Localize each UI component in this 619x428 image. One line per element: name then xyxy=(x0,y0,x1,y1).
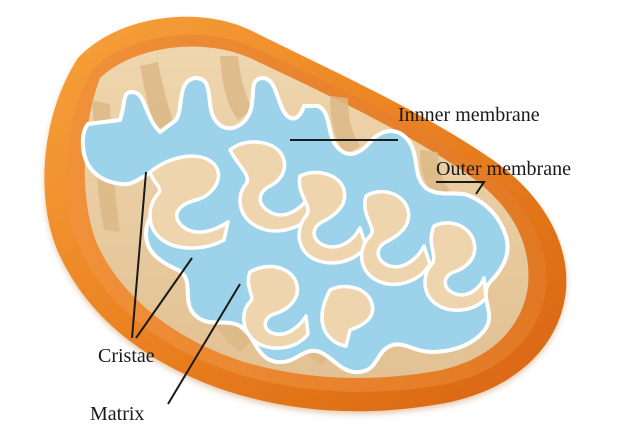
label-inner-membrane: Innner membrane xyxy=(398,104,540,126)
label-outer-membrane: Outer membrane xyxy=(436,158,571,180)
label-cristae: Cristae xyxy=(98,345,155,367)
label-matrix: Matrix xyxy=(90,403,144,425)
